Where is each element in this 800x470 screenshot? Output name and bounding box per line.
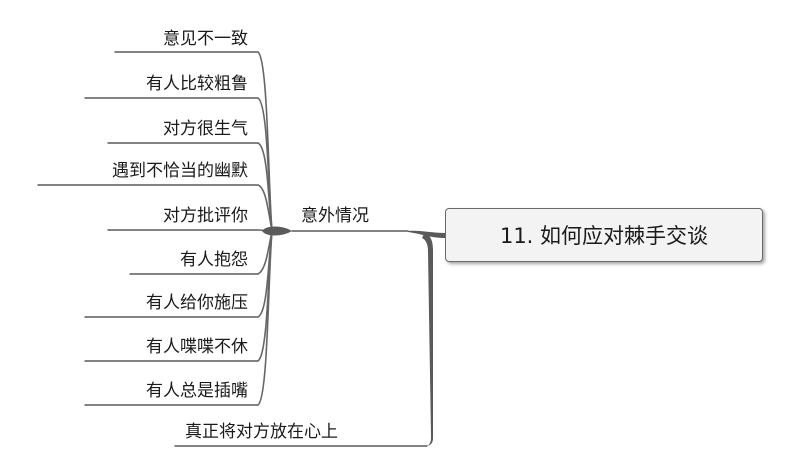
root-node[interactable]: 11. 如何应对棘手交谈 [445,208,763,262]
leaf-bad-humor: 遇到不恰当的幽默 [112,161,248,181]
leaf-criticism: 对方批评你 [163,206,248,226]
branch-care-label: 真正将对方放在心上 [185,422,338,442]
leaf-interrupting: 有人总是插嘴 [146,381,248,401]
leaf-rude: 有人比较粗鲁 [146,74,248,94]
trunk-connector [408,230,446,238]
branch-unexpected-label: 意外情况 [301,206,369,226]
leaf-pressure: 有人给你施压 [146,293,248,313]
root-title: 11. 如何应对棘手交谈 [499,224,709,248]
trunk-down-connector [422,234,433,446]
leaf-disagreement: 意见不一致 [163,29,248,49]
leaf-angry: 对方很生气 [163,119,248,139]
hub-knot [262,226,292,236]
leaf-complaint: 有人抱怨 [180,250,248,270]
leaf-talkative: 有人喋喋不休 [146,337,248,357]
